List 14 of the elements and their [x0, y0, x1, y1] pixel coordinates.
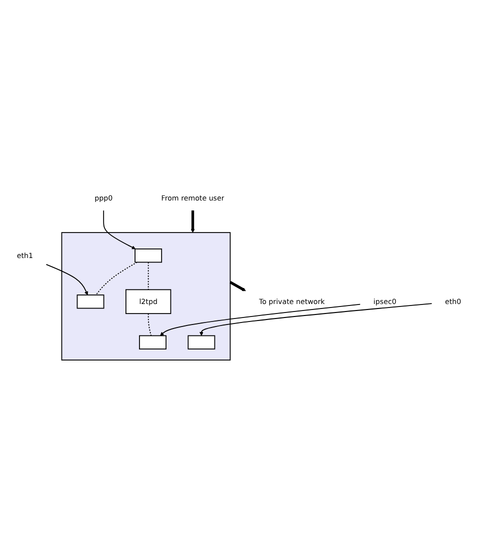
node-box — [134, 248, 162, 263]
arrow — [160, 304, 361, 336]
arrow — [46, 264, 88, 296]
node-box — [76, 294, 104, 309]
arrow — [230, 281, 246, 292]
node-box — [139, 335, 166, 350]
node-box — [188, 335, 216, 350]
arrow — [190, 210, 195, 233]
arrow — [200, 303, 432, 336]
connector — [95, 262, 138, 296]
cluster — [61, 232, 231, 361]
arrow — [103, 210, 136, 250]
connector — [148, 262, 149, 290]
connector — [148, 313, 152, 336]
